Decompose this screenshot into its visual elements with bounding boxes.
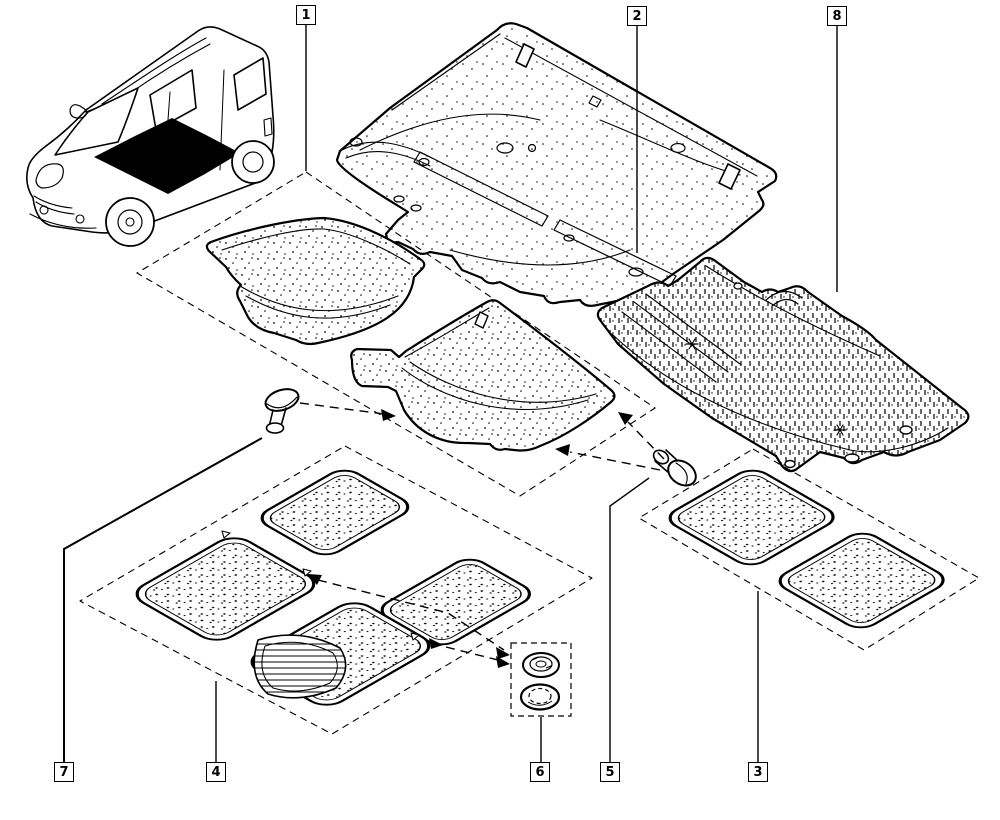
floor-mat bbox=[668, 469, 835, 566]
callout-3-label: 3 bbox=[753, 764, 763, 780]
mat-set-left bbox=[79, 445, 593, 735]
callout-4[interactable]: 4 bbox=[206, 762, 226, 782]
assembly-arrows bbox=[299, 402, 665, 668]
callout-8[interactable]: 8 bbox=[827, 6, 847, 26]
floor-mat bbox=[260, 469, 410, 556]
callout-6-label: 6 bbox=[535, 764, 545, 780]
callout-7[interactable]: 7 bbox=[54, 762, 74, 782]
floor-mat bbox=[135, 537, 316, 641]
callout-6[interactable]: 6 bbox=[530, 762, 550, 782]
callout-2[interactable]: 2 bbox=[627, 6, 647, 26]
van-illustration bbox=[26, 26, 275, 247]
callout-8-label: 8 bbox=[832, 8, 842, 24]
mat-set-right bbox=[638, 448, 980, 651]
part1-assembly-boundary bbox=[135, 171, 656, 497]
rear-floor-carpet-part bbox=[596, 256, 970, 473]
callout-7-label: 7 bbox=[59, 764, 69, 780]
callout-5-label: 5 bbox=[605, 764, 615, 780]
floor-mat bbox=[778, 532, 945, 629]
fastener-pin-7 bbox=[264, 388, 300, 434]
callout-5[interactable]: 5 bbox=[600, 762, 620, 782]
callout-3[interactable]: 3 bbox=[748, 762, 768, 782]
callout-4-label: 4 bbox=[211, 764, 221, 780]
callout-1[interactable]: 1 bbox=[296, 5, 316, 25]
grommet-set bbox=[510, 642, 572, 717]
leader-lines bbox=[63, 25, 838, 762]
callout-1-label: 1 bbox=[301, 7, 311, 23]
front-floor-trim-part bbox=[350, 299, 616, 452]
rear-floor-trim-part bbox=[205, 216, 426, 346]
fastener-pin-5 bbox=[652, 449, 697, 487]
callout-2-label: 2 bbox=[632, 8, 642, 24]
heel-pad bbox=[253, 634, 347, 699]
